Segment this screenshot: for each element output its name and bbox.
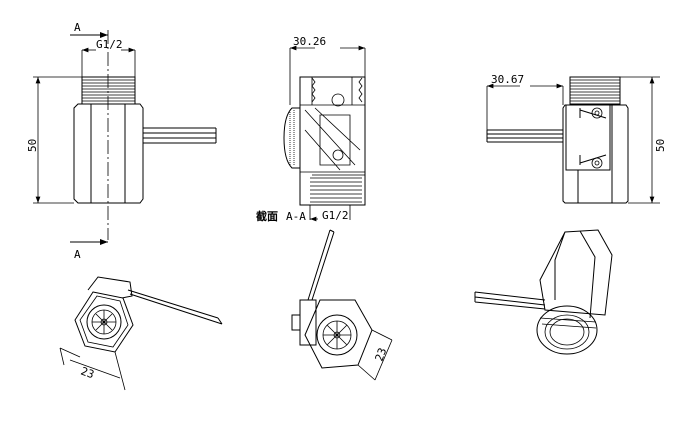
section-title: A-A <box>286 210 306 223</box>
height-dim: 50 <box>26 139 39 152</box>
iso-left-dim: 23 <box>79 365 96 382</box>
section-mark-top: A <box>74 21 81 34</box>
section-mark-bottom: A <box>74 248 81 261</box>
thread-section <box>310 177 362 203</box>
iso-right-view <box>474 229 613 355</box>
side-view: 30.67 50 <box>486 73 667 204</box>
bracket <box>283 107 301 169</box>
section-title-cn: 截面 <box>256 209 278 223</box>
wire-dim: 30.67 <box>491 73 524 86</box>
bracket-side <box>565 104 611 171</box>
iso-left-view: 23 <box>59 276 223 391</box>
iso-middle-dim: 23 <box>373 346 390 363</box>
side-height-dim: 50 <box>654 139 667 152</box>
wires-side <box>486 129 563 143</box>
iso-middle-view: 23 <box>291 229 393 381</box>
section-thread-label: G1/2 <box>322 209 349 222</box>
front-view: A A G1/2 50 <box>26 21 217 261</box>
width-dim: 30.26 <box>293 35 326 48</box>
hex-body-side <box>562 104 629 204</box>
screw-top <box>591 107 603 119</box>
thread <box>81 76 136 105</box>
section-view: 30.26 截面 A-A G1/2 <box>256 35 366 223</box>
hex-body <box>73 103 144 204</box>
screw-bottom <box>591 157 603 169</box>
thread-label: G1/2 <box>96 38 123 51</box>
wires <box>143 127 217 144</box>
